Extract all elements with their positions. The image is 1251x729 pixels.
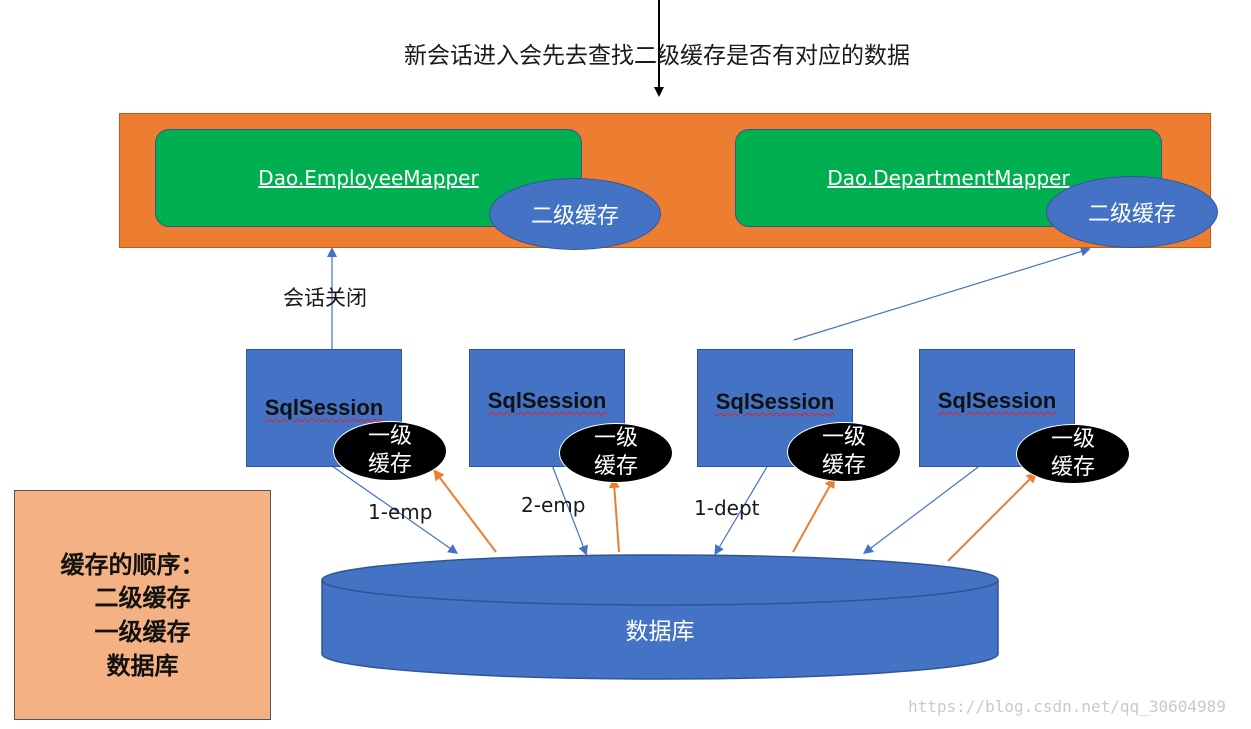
- department-mapper-label: Dao.DepartmentMapper: [827, 166, 1070, 190]
- query-label-3: 1-dept: [694, 496, 760, 520]
- l1-cache-3: 一级 缓存: [787, 422, 901, 482]
- session-close-label: 会话关闭: [283, 286, 367, 310]
- result-arrow-3: [792, 476, 835, 553]
- l1-cache-3-line1: 一级: [821, 425, 866, 450]
- watermark: https://blog.csdn.net/qq_30604989: [908, 697, 1226, 716]
- employee-l2-cache-label: 二级缓存: [530, 204, 619, 229]
- query-arrow-2: [546, 451, 588, 556]
- query-arrow-4: [863, 451, 999, 555]
- database-cylinder: [321, 554, 999, 680]
- l1-cache-2-line2: 缓存: [593, 454, 638, 479]
- top-caption: 新会话进入会先去查找二级缓存是否有对应的数据: [404, 43, 910, 69]
- department-l2-cache: 二级缓存: [1046, 176, 1218, 248]
- cache-order-box: 缓存的顺序： 二级缓存 一级缓存 数据库: [14, 490, 271, 720]
- query-label-2: 2-emp: [521, 493, 586, 517]
- sql-session-4-label: SqlSession: [937, 388, 1057, 413]
- l1-cache-2: 一级 缓存: [559, 423, 673, 483]
- l1-cache-4: 一级 缓存: [1016, 424, 1130, 484]
- employee-l2-cache: 二级缓存: [489, 178, 661, 250]
- l1-cache-4-line1: 一级: [1050, 427, 1095, 452]
- cache-order-item-2: 一级缓存: [94, 618, 191, 646]
- result-arrow-1: [433, 469, 497, 553]
- query-arrow-3: [714, 454, 775, 556]
- result-arrow-4: [947, 471, 1038, 562]
- department-l2-cache-label: 二级缓存: [1087, 202, 1176, 227]
- sql-session-3-label: SqlSession: [715, 389, 835, 414]
- l1-cache-3-line2: 缓存: [821, 453, 866, 478]
- cache-order-title: 缓存的顺序：: [60, 551, 205, 579]
- cache-order-item-1: 二级缓存: [94, 584, 191, 612]
- cache-order-item-3: 数据库: [106, 652, 179, 680]
- l1-cache-1-line2: 缓存: [367, 452, 412, 477]
- sql-session-2-label: SqlSession: [487, 388, 607, 413]
- query-label-1: 1-emp: [368, 500, 433, 524]
- query-arrow-1: [331, 465, 459, 554]
- dept-cache-arrow: [793, 246, 1091, 341]
- l1-cache-1-line1: 一级: [367, 424, 412, 449]
- result-arrow-2: [608, 477, 620, 553]
- l1-cache-2-line1: 一级: [593, 426, 638, 451]
- database-label: 数据库: [625, 619, 695, 645]
- employee-mapper-label: Dao.EmployeeMapper: [258, 166, 479, 190]
- l1-cache-4-line2: 缓存: [1050, 455, 1095, 480]
- sql-session-3: SqlSession: [697, 349, 853, 467]
- l1-cache-1: 一级 缓存: [333, 421, 447, 481]
- sql-session-1: SqlSession: [246, 349, 402, 467]
- sql-session-1-label: SqlSession: [264, 395, 384, 420]
